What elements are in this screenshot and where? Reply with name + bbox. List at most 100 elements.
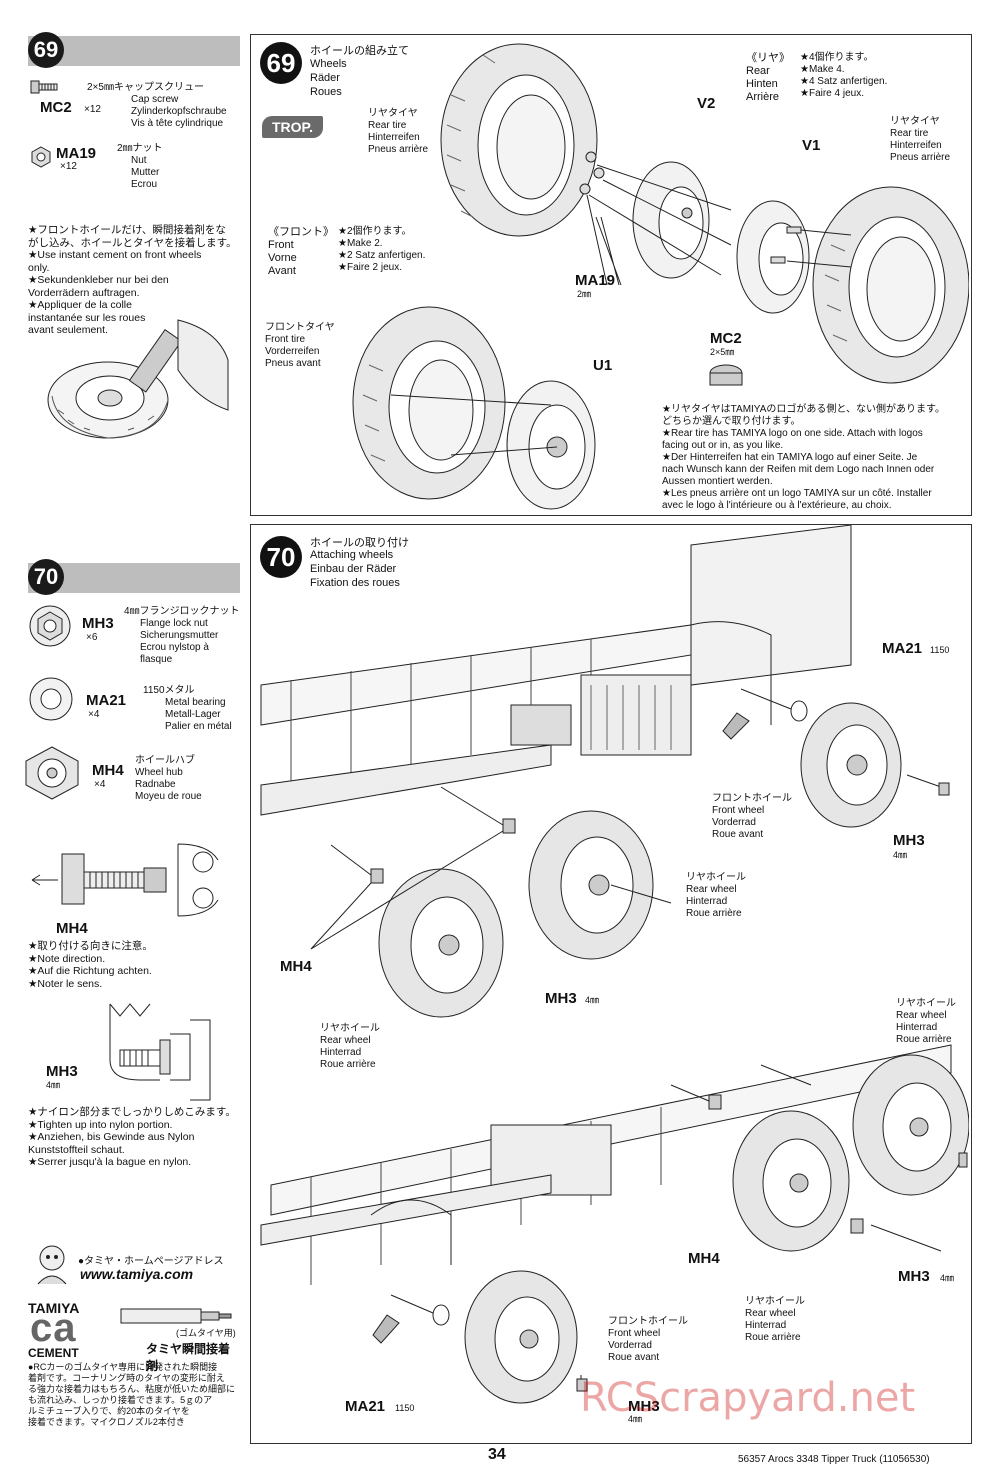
ma21-de: Metall-Lager — [165, 709, 221, 720]
nut-en: Nut — [131, 155, 147, 166]
tighten-note: ★ナイロン部分までしっかりしめこみます。 ★Tighten up into ny… — [28, 1106, 236, 1168]
ma21-fr: Palier en métal — [165, 721, 232, 732]
step69-title-en: Wheels — [310, 58, 347, 70]
mh3-fr2: flasque — [140, 654, 173, 665]
direction-note: ★取り付ける向きに注意。 ★Note direction. ★Auf die R… — [28, 940, 153, 990]
mc2-size: 2×5㎜ — [710, 347, 735, 357]
tighten-nut-diagram — [109, 1003, 211, 1101]
product-code: 56357 Arocs 3348 Tipper Truck (11056530) — [738, 1454, 930, 1465]
mh3-qty: ×6 — [86, 632, 98, 643]
ma21-bottom-size: 1150 — [395, 1403, 415, 1413]
ma21-top-label: MA21 — [882, 640, 923, 657]
cap-screw-fr: Vis à tête cylindrique — [131, 118, 224, 129]
nut-icon — [31, 146, 51, 168]
glue-application-illustration — [47, 319, 229, 439]
ma21-bottom-label: MA21 — [345, 1398, 386, 1415]
mh3-code: MH3 — [82, 615, 114, 632]
step70-badge: 70 — [260, 536, 302, 578]
step70-header-bar: 70 — [28, 559, 240, 595]
hub-direction-diagram — [31, 843, 219, 917]
mh3-top-size: 4㎜ — [893, 850, 908, 860]
nut-fr: Ecrou — [131, 179, 158, 190]
cement-ad: TAMIYA ca CEMENT (ゴムタイヤ用) タミヤ瞬間接着剤 — [28, 1300, 240, 1373]
ma21-top-size: 1150 — [930, 645, 950, 655]
ma19-code: MA19 — [56, 145, 97, 162]
step69-title-fr: Roues — [310, 86, 342, 98]
ma19-size: 2㎜ — [577, 289, 592, 299]
step69-number-badge: 69 — [28, 32, 64, 68]
mh4-code: MH4 — [92, 762, 124, 779]
v1-label: V1 — [802, 137, 821, 154]
mh3-diagram-size: 4㎜ — [46, 1080, 61, 1090]
watermark: RCScrapyard.net — [580, 1375, 916, 1421]
mh4-diagram-label: MH4 — [56, 920, 88, 937]
cement-rubber-label: (ゴムタイヤ用) — [176, 1328, 236, 1338]
mc2-code: MC2 — [40, 99, 72, 116]
cap-screw-de: Zylinderkopfschraube — [131, 106, 227, 117]
mh3-mid-size: 4㎜ — [585, 995, 600, 1005]
homepage-url[interactable]: www.tamiya.com — [80, 1266, 194, 1282]
ma21-code: MA21 — [86, 692, 127, 709]
step70-title-fr: Fixation des roues — [310, 577, 400, 589]
mh3-bottom-size: 4㎜ — [628, 1414, 643, 1424]
mh4-en: Wheel hub — [135, 767, 183, 778]
cement-tube-icon — [120, 1308, 232, 1324]
mh4-lower-label: MH4 — [688, 1250, 720, 1267]
mh3-fr1: Ecrou nylstop à — [140, 642, 209, 653]
mh4-qty: ×4 — [94, 779, 106, 790]
cement-brand-cement: CEMENT — [28, 1346, 79, 1360]
trop-badge: TROP. — [262, 116, 323, 138]
logo-note: ★リヤタイヤはTAMIYAのロゴがある側と、ない側があります。どちらか選んで取り… — [662, 404, 946, 511]
mascot-icon — [37, 1245, 67, 1285]
flange-lock-nut-icon — [29, 605, 71, 647]
mc2-label: MC2 — [710, 330, 742, 347]
mh3-de: Sicherungsmutter — [140, 630, 219, 641]
truck-wheel-attachment-illustration — [260, 525, 969, 1404]
mh4-spec: ホイールハブ — [135, 755, 195, 766]
cap-screw-icon — [30, 80, 58, 94]
ma19-label: MA19 — [575, 272, 616, 289]
wheel-hub-icon — [25, 746, 79, 800]
ma21-spec: 1150メタル — [143, 685, 195, 696]
ma21-en: Metal bearing — [165, 697, 226, 708]
cap-screw-spec: 2×5㎜キャップスクリュー — [87, 82, 204, 93]
mh3-spec: 4㎜フランジロックナット — [124, 606, 240, 617]
nut-de: Mutter — [131, 167, 160, 178]
mh4-left-label: MH4 — [280, 958, 312, 975]
rear-make-label: ★4個作ります。★Make 4. ★4 Satz anfertigen.★Fai… — [800, 52, 888, 99]
mh3-lower-label: MH3 — [898, 1268, 930, 1285]
step70-title-en: Attaching wheels — [310, 549, 394, 561]
u1-label: U1 — [593, 357, 613, 374]
mh3-lower-size: 4㎜ — [940, 1273, 955, 1283]
step70-number-badge: 70 — [28, 559, 64, 595]
cement-note: ★フロントホイールだけ、瞬間接着剤をな がし込み、ホイールとタイヤを接着します。… — [28, 224, 237, 336]
step70-title-de: Einbau der Räder — [310, 563, 397, 575]
step69-badge: 69 — [260, 42, 302, 84]
page-number: 34 — [488, 1446, 506, 1463]
mh4-fr: Moyeu de roue — [135, 791, 202, 802]
mh3-en: Flange lock nut — [140, 618, 208, 629]
cement-name: タミヤ瞬間接着剤 — [146, 1342, 231, 1373]
mh3-diagram-label: MH3 — [46, 1063, 78, 1080]
mh4-de: Radnabe — [135, 779, 176, 790]
mc2-qty: ×12 — [84, 104, 101, 115]
mh3-top-label: MH3 — [893, 832, 925, 849]
ma21-qty: ×4 — [88, 709, 100, 720]
step69-title-de: Räder — [310, 72, 340, 84]
mh3-bottom-label: MH3 — [628, 1398, 660, 1415]
metal-bearing-icon — [29, 677, 73, 721]
cement-description: ●RCカーのゴムタイヤ専用に開発された瞬間接 着剤です。コーナリング時のタイヤの… — [28, 1362, 236, 1427]
homepage-label: ●タミヤ・ホームページアドレス — [78, 1256, 224, 1267]
step69-header-bar: 69 — [28, 32, 240, 68]
